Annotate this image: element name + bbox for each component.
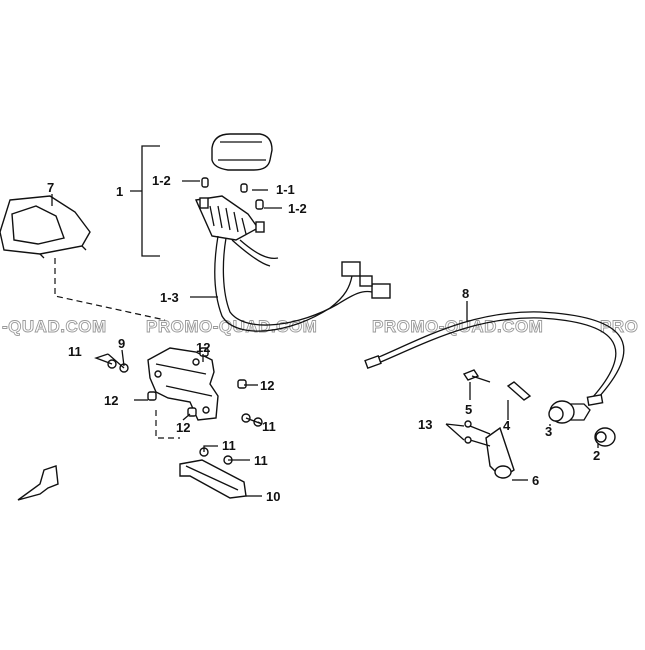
- label-12: 12: [104, 393, 118, 408]
- front-arrow-icon: [17, 465, 59, 501]
- watermark: -QUAD.COM PROMO-QUAD.COM PROMO-QUAD.COM …: [2, 317, 639, 337]
- watermark-text: PROMO-QUAD.COM: [146, 317, 317, 336]
- label-10: 10: [266, 489, 280, 504]
- speedometer-cable[interactable]: [364, 311, 625, 406]
- label-6: 6: [532, 473, 539, 488]
- cable-clamp[interactable]: [469, 425, 515, 479]
- label-1-3: 1-3: [160, 290, 179, 305]
- meter-bracket[interactable]: [147, 347, 219, 421]
- label-11: 11: [222, 438, 236, 453]
- connector[interactable]: [359, 275, 373, 287]
- label-13: 13: [418, 417, 432, 432]
- leader-lines: [51, 180, 599, 497]
- callout-labels: 7 1 1-2 1-1 1-2 1-3 8 11 9 12 12 12 12 1…: [47, 173, 600, 504]
- label-11: 11: [262, 419, 276, 434]
- wire-harness[interactable]: [214, 235, 391, 332]
- label-4: 4: [503, 418, 511, 433]
- bracket-guide-line: [155, 410, 180, 439]
- label-2: 2: [593, 448, 600, 463]
- label-1-2: 1-2: [288, 201, 307, 216]
- label-3: 3: [545, 424, 552, 439]
- socket-board[interactable]: [194, 195, 265, 241]
- speedometer-gear[interactable]: [548, 400, 591, 424]
- mounting-bolt[interactable]: [462, 369, 491, 383]
- visor-cover[interactable]: [0, 195, 91, 259]
- group-bracket: [130, 145, 160, 257]
- label-12: 12: [196, 340, 210, 355]
- label-11: 11: [254, 453, 268, 468]
- visor-guide-line: [54, 258, 166, 321]
- label-1-2: 1-2: [152, 173, 171, 188]
- label-12: 12: [176, 420, 190, 435]
- label-1: 1: [116, 184, 123, 199]
- label-5: 5: [465, 402, 472, 417]
- watermark-text: -QUAD.COM: [2, 317, 107, 336]
- lower-stay[interactable]: [179, 459, 247, 499]
- label-11: 11: [68, 344, 82, 359]
- clamp-screw[interactable]: [464, 420, 472, 444]
- label-1-1: 1-1: [276, 182, 295, 197]
- label-8: 8: [462, 286, 469, 301]
- bulb-socket[interactable]: [201, 177, 264, 210]
- gear-seal[interactable]: [594, 427, 616, 447]
- label-9: 9: [118, 336, 125, 351]
- connector[interactable]: [341, 261, 361, 277]
- drive-shaft[interactable]: [506, 381, 532, 401]
- rubber-grommet[interactable]: [147, 347, 247, 417]
- connector[interactable]: [371, 283, 391, 299]
- watermark-text: PROMO-QUAD.COM: [372, 317, 543, 336]
- label-7: 7: [47, 180, 54, 195]
- meter-housing[interactable]: [211, 133, 273, 171]
- watermark-text: PRO: [600, 317, 638, 336]
- label-12: 12: [260, 378, 274, 393]
